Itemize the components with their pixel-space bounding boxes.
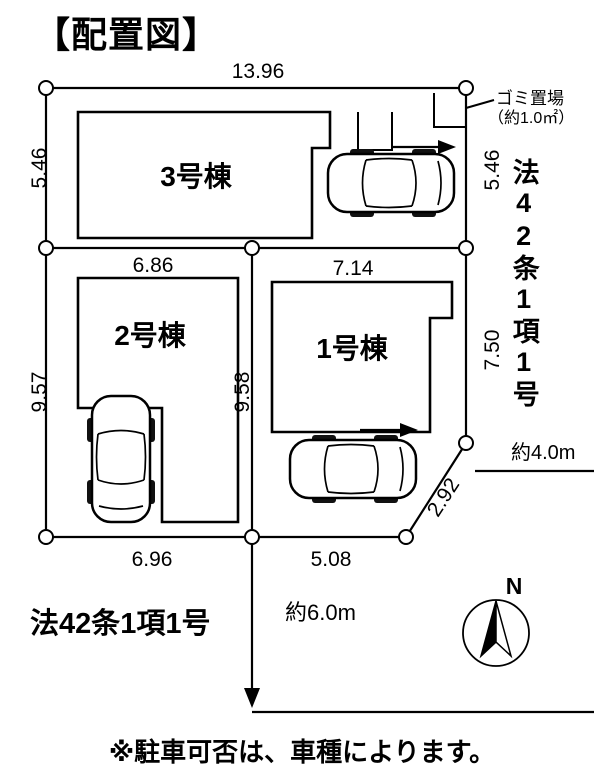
south-road-arrow-icon (244, 688, 260, 708)
figure-title: 【配置図】 (34, 14, 220, 55)
dimension-bottom-right: 5.08 (311, 548, 352, 571)
dimension-building2-width: 6.86 (133, 254, 174, 277)
boundary-marker (38, 529, 54, 545)
dimension-right-lower: 7.50 (481, 330, 504, 371)
car-icon-north (326, 147, 456, 219)
garbage-label: ゴミ置場 (496, 88, 564, 108)
dimension-center-lower: 9.58 (231, 372, 254, 413)
boundary-marker (244, 529, 260, 545)
building-2-label: 2号棟 (114, 320, 187, 351)
arrow-head-icon (438, 140, 456, 154)
compass-circle (462, 599, 530, 667)
compass-needle-light (495, 600, 513, 659)
boundary-marker (458, 80, 474, 96)
building-3-label: 3号棟 (160, 161, 233, 192)
dimension-left-lower: 9.57 (28, 372, 51, 413)
compass: N (462, 573, 530, 667)
building-3-entrance-outline (357, 112, 393, 151)
building-3-outline (76, 110, 332, 240)
garbage-leader-line (465, 99, 495, 109)
east-road-width-label: 約4.0m (511, 441, 575, 464)
garbage-area-label: （約1.0㎡） (488, 109, 574, 127)
south-road-law-label: 法42条1項1号 (30, 607, 211, 640)
site-boundary (44, 86, 468, 539)
boundary-marker (398, 529, 414, 545)
dimension-top: 13.96 (232, 60, 285, 83)
building-1-label: 1号棟 (316, 333, 389, 364)
dimension-bottom-left: 6.96 (132, 548, 173, 571)
boundary-marker (38, 240, 54, 256)
dimension-building1-width: 7.14 (333, 257, 374, 280)
car-entry-arrow-south (360, 423, 418, 437)
car-entry-arrow-north (392, 140, 456, 154)
garbage-area-outline (433, 93, 466, 128)
dimension-diagonal: 2.92 (423, 474, 465, 521)
building-1-outline (270, 280, 454, 434)
compass-north-label: N (506, 573, 523, 599)
boundary-marker (244, 240, 260, 256)
east-road-law-label: 法42条1項1号 (508, 158, 539, 410)
dimension-right-upper: 5.46 (481, 150, 504, 191)
building-2-outline (76, 276, 240, 524)
arrow-head-icon (400, 423, 418, 437)
parking-note: ※駐車可否は、車種によります。 (109, 737, 495, 767)
boundary-marker (458, 240, 474, 256)
south-road-width-label: 約6.0m (285, 600, 356, 625)
boundary-marker (458, 435, 474, 451)
dimension-left-upper: 5.46 (28, 148, 51, 189)
boundary-marker (38, 80, 54, 96)
car-icon-west (85, 394, 157, 524)
compass-needle-dark (479, 600, 497, 659)
car-icon-south (288, 433, 418, 505)
